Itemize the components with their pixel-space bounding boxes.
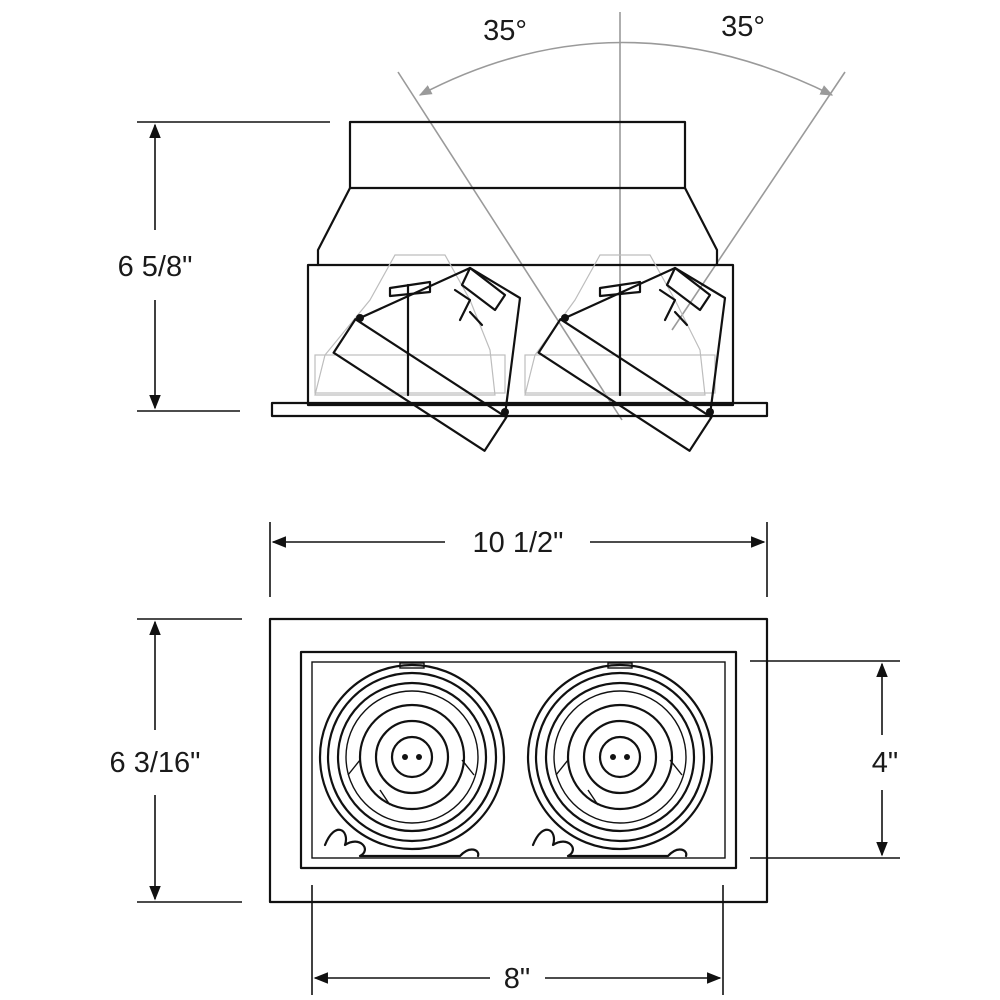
housing-body bbox=[306, 263, 735, 407]
side-view: 35° 35° bbox=[118, 11, 846, 452]
right-gimbal bbox=[537, 266, 727, 452]
left-tilt-line bbox=[397, 71, 623, 421]
side-height-label: 6 5/8" bbox=[118, 251, 193, 283]
right-tilt-line bbox=[671, 71, 846, 331]
cutout-height-dimension: 4" bbox=[750, 660, 900, 859]
cutout-height-label: 4" bbox=[872, 747, 898, 779]
tilt-arc bbox=[418, 41, 834, 96]
right-lamp-head bbox=[537, 318, 713, 452]
housing bbox=[270, 120, 769, 418]
trim-frame bbox=[268, 617, 769, 904]
housing-taper bbox=[316, 186, 719, 267]
junction-box bbox=[348, 120, 687, 190]
tilt-left-label: 35° bbox=[483, 15, 527, 47]
tilt-right-label: 35° bbox=[721, 11, 765, 43]
cutout-width-label: 8" bbox=[504, 963, 530, 995]
tilt-angle-guides: 35° 35° bbox=[397, 11, 846, 421]
overall-width-dimension: 10 1/2" bbox=[269, 522, 768, 597]
left-lamp-top bbox=[318, 662, 506, 858]
height-dimension: 6 5/8" bbox=[118, 121, 330, 412]
overall-height-dimension: 6 3/16" bbox=[110, 618, 242, 903]
overall-width-label: 10 1/2" bbox=[473, 527, 564, 559]
inner-aperture bbox=[299, 650, 738, 870]
left-lamp-head bbox=[332, 318, 508, 452]
cutout-width-dimension: 8" bbox=[311, 885, 724, 995]
overall-height-label: 6 3/16" bbox=[110, 747, 201, 779]
top-view: 10 1/2" bbox=[110, 522, 900, 995]
left-gimbal bbox=[332, 266, 522, 452]
right-lamp-top bbox=[526, 662, 714, 858]
trim-flange bbox=[270, 401, 769, 418]
aperture-lip bbox=[311, 661, 726, 859]
